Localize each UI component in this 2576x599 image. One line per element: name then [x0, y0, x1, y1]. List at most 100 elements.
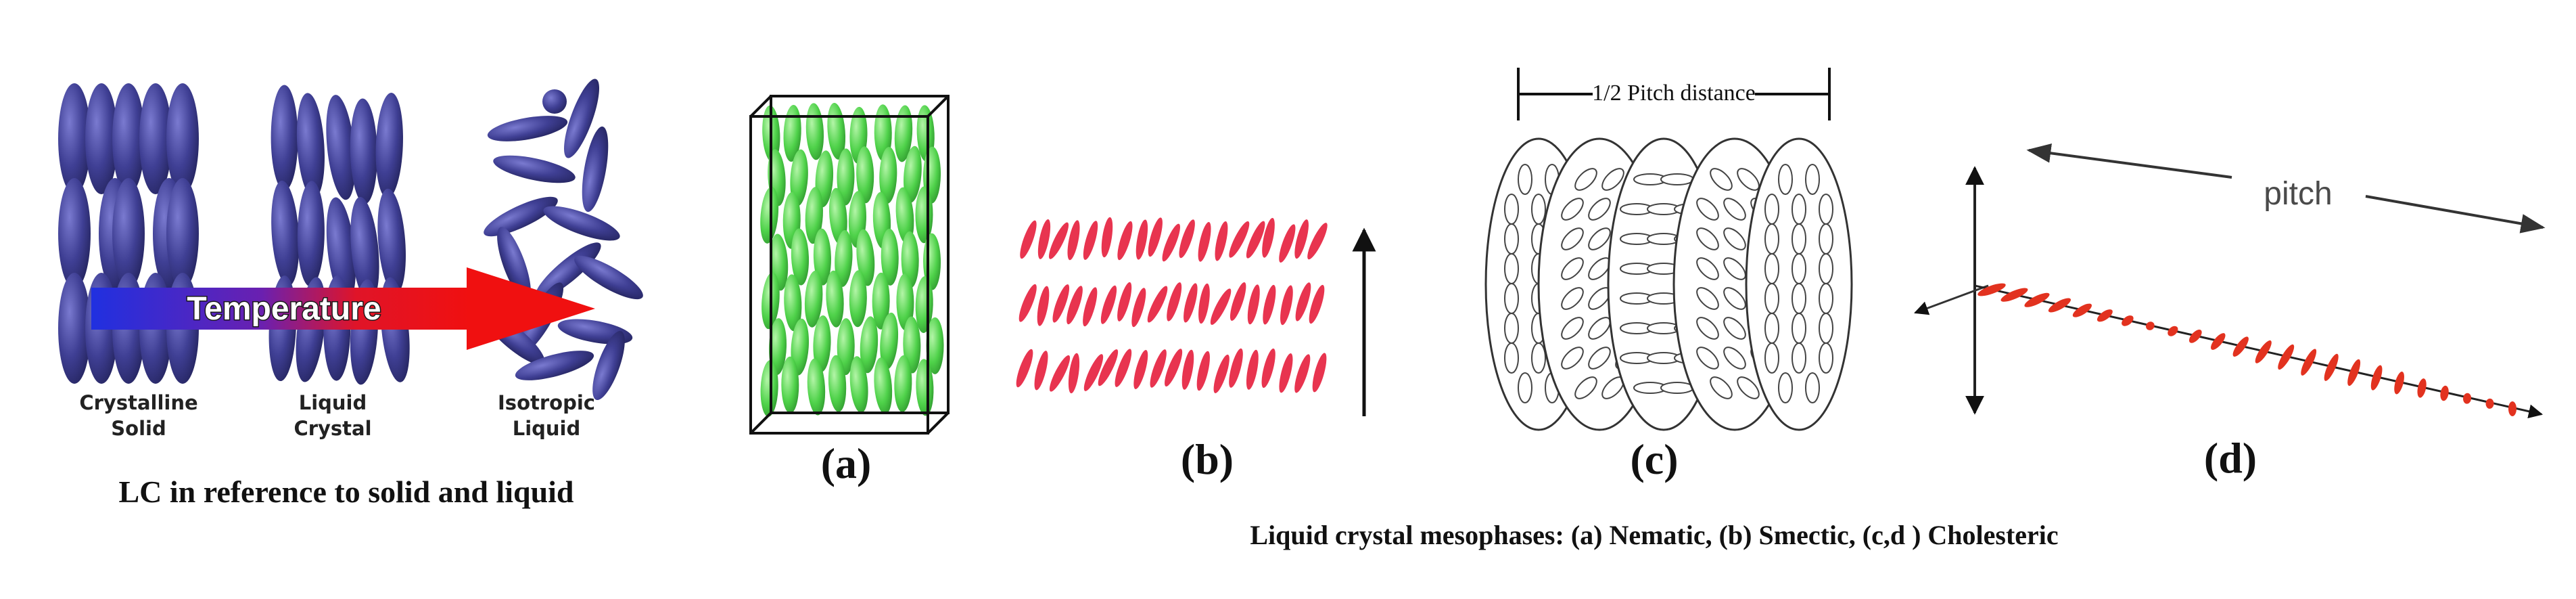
- nematic-rod: [791, 228, 810, 286]
- helix-rod: [2370, 365, 2383, 391]
- smectic-rod: [1198, 283, 1210, 324]
- crystal-rod: [112, 178, 145, 289]
- half-pitch-label: 1/2 Pitch distance: [1592, 81, 1756, 106]
- pitch-arrow-right: [2365, 195, 2546, 234]
- nematic-rod: [781, 356, 799, 414]
- smectic-rod: [1083, 287, 1098, 327]
- disc-molecule: [1723, 227, 1746, 250]
- helix-rod: [2440, 385, 2449, 401]
- smectic-rod: [1052, 284, 1070, 323]
- nematic-rod: [895, 187, 914, 244]
- disc-molecule: [1819, 342, 1833, 374]
- disc-molecule: [1504, 342, 1519, 374]
- cholesteric-discs: [1484, 137, 1853, 431]
- disc-molecule: [1819, 253, 1833, 284]
- disc-molecule: [1504, 223, 1519, 254]
- smectic-rod: [1279, 224, 1296, 263]
- smectic-rod: [1067, 286, 1083, 325]
- disc-molecule: [1792, 283, 1806, 314]
- nematic-rod: [872, 272, 890, 330]
- smectic-rod: [1020, 220, 1037, 259]
- disc-molecule: [1574, 168, 1597, 191]
- helix-rod: [2485, 398, 2494, 409]
- smectic-rod: [1131, 288, 1146, 328]
- smectic-rods: [1016, 217, 1328, 394]
- helix-rod: [2347, 359, 2361, 386]
- smectic-rod: [1018, 284, 1037, 322]
- nematic-rods: [760, 103, 944, 417]
- smectic-rod: [1230, 282, 1246, 321]
- helix-rod: [2188, 330, 2202, 343]
- helix-rods: [1977, 283, 2516, 416]
- nematic-box: [749, 95, 950, 435]
- smectic-rod: [1133, 350, 1148, 389]
- disc-molecule: [1723, 347, 1746, 370]
- nematic-rod: [790, 149, 808, 206]
- disc-molecule: [1504, 194, 1519, 225]
- panel-c-label: (c): [1630, 435, 1678, 483]
- state-label-crystalline: Crystalline Solid: [79, 391, 197, 440]
- smectic-rod: [1083, 221, 1098, 260]
- panel-b-smectic: (b): [1016, 217, 1376, 483]
- lc-rod: [350, 196, 379, 303]
- state-label-line2: Solid: [111, 417, 166, 440]
- nematic-rod: [784, 274, 802, 332]
- smectic-rod: [1181, 349, 1194, 390]
- nematic-rod: [894, 105, 913, 162]
- disc-molecule: [1792, 253, 1806, 284]
- helix-rod: [2097, 309, 2113, 322]
- disc-molecule: [1805, 164, 1820, 195]
- smectic-rod: [1210, 288, 1232, 325]
- helix-rod: [2232, 336, 2249, 357]
- disc-molecule: [1764, 194, 1779, 225]
- liquid-crystal-rods: [268, 85, 410, 385]
- crystal-rod: [85, 83, 118, 194]
- disc-molecule: [1792, 342, 1806, 374]
- smectic-rod: [1068, 353, 1080, 394]
- nematic-rod: [874, 104, 892, 162]
- lc-rod: [326, 95, 356, 200]
- disc-molecule: [1819, 223, 1833, 254]
- helix-rod: [2255, 340, 2272, 363]
- smectic-rod: [1098, 349, 1119, 386]
- smectic-rod: [1165, 349, 1183, 387]
- iso-rod: [487, 116, 568, 141]
- disc-molecule: [1764, 283, 1779, 314]
- disc-molecule: [1561, 347, 1584, 370]
- disc-molecule: [1561, 287, 1584, 310]
- nematic-rod: [791, 318, 810, 376]
- smectic-rod: [1198, 222, 1211, 262]
- state-label-isotropic: Isotropic Liquid: [498, 391, 595, 440]
- smectic-rod: [1280, 285, 1293, 326]
- helix-rod: [2072, 303, 2092, 317]
- smectic-rod: [1246, 349, 1259, 390]
- lc-rod: [326, 197, 356, 303]
- nematic-rod: [807, 358, 826, 416]
- disc-molecule: [1588, 347, 1611, 370]
- disc-molecule: [1723, 317, 1746, 340]
- disc-molecule: [1504, 253, 1519, 284]
- helix-rod: [2000, 288, 2028, 302]
- smectic-rod: [1117, 221, 1133, 261]
- helix-rod: [2048, 298, 2071, 313]
- disc-molecule: [1696, 287, 1719, 310]
- disc-molecule: [1792, 223, 1806, 254]
- smectic-rod: [1162, 223, 1180, 262]
- helix-rod: [1977, 283, 2006, 296]
- iso-rod: [582, 126, 609, 213]
- nematic-rod: [828, 355, 847, 412]
- lc-rod: [296, 93, 325, 199]
- pitch-label: pitch: [2264, 176, 2332, 212]
- disc-molecule: [1819, 283, 1833, 314]
- disc-molecule: [1531, 194, 1546, 225]
- disc-molecule: [1819, 194, 1833, 225]
- disc-molecule: [1792, 313, 1806, 344]
- smectic-rod: [1246, 221, 1265, 259]
- helix-rod: [2394, 372, 2404, 395]
- smectic-rod: [1100, 285, 1117, 324]
- disc-molecule: [1504, 283, 1519, 314]
- smectic-rod: [1279, 353, 1293, 393]
- panel-c-cholesteric: 1/2 Pitch distance (c): [1484, 68, 1853, 483]
- smectic-rod: [1037, 219, 1051, 259]
- smectic-rod: [1117, 282, 1132, 321]
